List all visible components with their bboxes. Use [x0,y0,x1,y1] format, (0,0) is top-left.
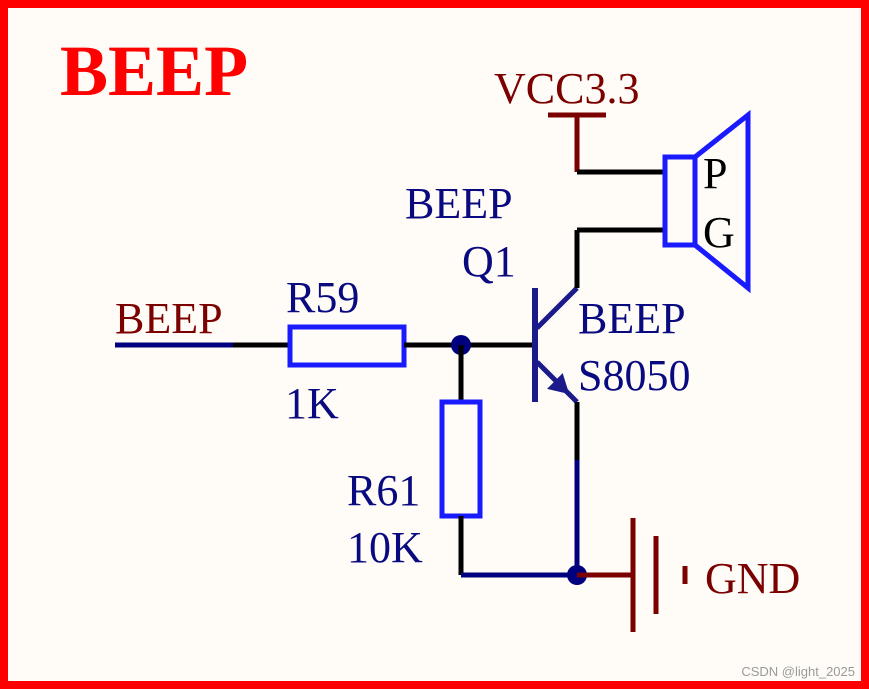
net-label-beep: BEEP [115,294,223,343]
buzzer-horn [693,109,751,294]
r61-value: 10K [347,523,423,572]
r59-designator: R59 [286,273,359,322]
q1-emitter-arrow [547,373,570,395]
buzzer-pin-g: G [703,208,735,257]
q1-comment: BEEP [405,179,513,228]
r61-designator: R61 [347,466,420,515]
gnd-label: GND [705,554,800,603]
resistor-r59 [287,324,407,368]
buzzer-pin-p: P [703,149,727,198]
buzzer-body [662,154,698,248]
vcc-label: VCC3.3 [494,64,639,113]
schematic-title: BEEP [60,31,248,111]
q1-part-number: S8050 [578,351,690,400]
q1-collector [535,286,579,330]
q1-designator: Q1 [462,237,516,286]
watermark: CSDN @light_2025 [741,664,855,679]
q1-part-comment: BEEP [578,294,686,343]
r59-value: 1K [285,379,339,428]
resistor-r61 [439,399,483,519]
